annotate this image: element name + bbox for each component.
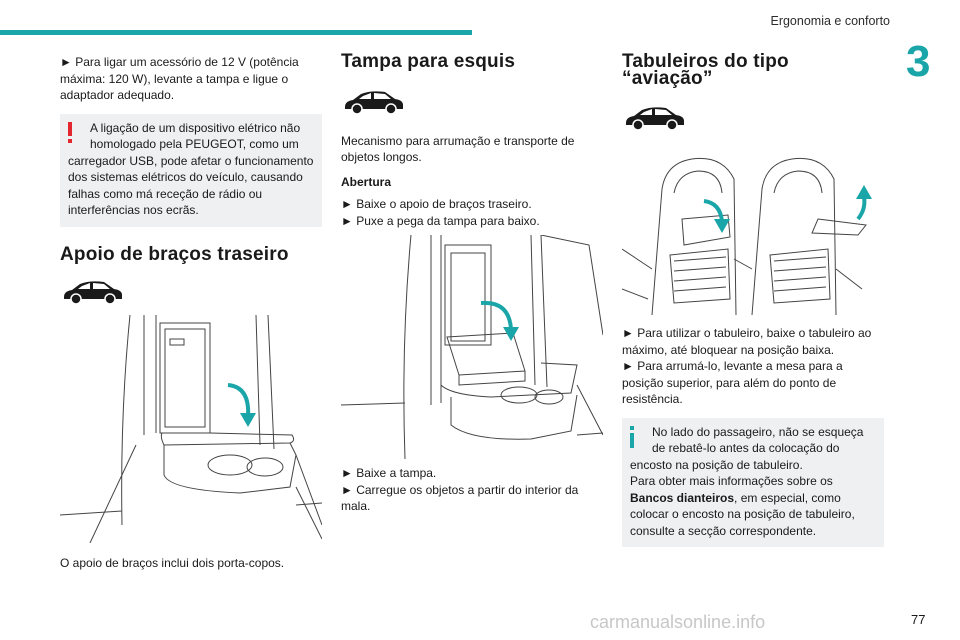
warning-text-line1: A ligação de um dispositivo elétrico não… xyxy=(90,120,301,152)
header-accent-bar xyxy=(0,30,472,35)
chapter-number: 3 xyxy=(906,37,931,86)
tray-illustration xyxy=(622,157,872,315)
warning-box: A ligação de um dispositivo elétrico não… xyxy=(60,113,322,227)
info-text-line4: , em especial, como colocar o encosto na… xyxy=(630,490,855,538)
info-box: No lado do passageiro, não se esqueça de… xyxy=(622,417,884,547)
info-icon xyxy=(628,425,636,453)
column-2: Tampa para esquis Mecanismo para arrumaç… xyxy=(341,51,603,521)
armrest-caption: O apoio de braços inclui dois porta-copo… xyxy=(60,556,285,570)
tray-heading: Tabuleiros do tipo “aviação” xyxy=(622,51,789,89)
section-title: Ergonomia e conforto xyxy=(770,14,890,28)
step-lower-armrest: ► Baixe o apoio de braços traseiro. xyxy=(341,197,532,211)
warning-text-rest: carregador USB, pode afetar o funcioname… xyxy=(68,153,314,218)
armrest-heading: Apoio de braços traseiro xyxy=(60,243,289,265)
column-1: ► Para ligar um acessório de 12 V (potên… xyxy=(60,54,322,578)
armrest-illustration xyxy=(60,315,322,543)
step-pull-handle: ► Puxe a pega da tampa para baixo. xyxy=(341,213,540,228)
page-number: 77 xyxy=(911,612,926,627)
intro-text: ► Para ligar um acessório de 12 V (potên… xyxy=(60,55,299,102)
step-load-objects: ► Carregue os objetos a partir do interi… xyxy=(341,482,579,514)
front-seats-link[interactable]: Bancos dianteiros xyxy=(630,490,735,505)
step-lower-flap: ► Baixe a tampa. xyxy=(341,466,437,480)
tray-step-use: ► Para utilizar o tabuleiro, baixe o tab… xyxy=(622,326,872,357)
tray-step-store: ► Para arrumá-lo, levante a mesa para a … xyxy=(622,359,843,406)
opening-subheading: Abertura xyxy=(341,174,392,189)
info-text-line2: encosto na posição de tabuleiro. xyxy=(630,457,803,472)
info-text-line1: No lado do passageiro, não se esqueça de… xyxy=(652,424,864,456)
ski-flap-description: Mecanismo para arrumação e transporte de… xyxy=(341,133,575,165)
watermark: carmanualsonline.info xyxy=(590,612,766,632)
column-3: Tabuleiros do tipo “aviação” ► Para util… xyxy=(622,51,884,547)
car-icon xyxy=(64,281,122,305)
info-text-line3: Para obter mais informações sobre os xyxy=(630,474,833,488)
ski-flap-illustration xyxy=(341,235,603,459)
ski-flap-heading: Tampa para esquis xyxy=(341,51,516,72)
car-icon xyxy=(345,90,403,115)
warning-icon xyxy=(66,121,74,149)
car-icon xyxy=(626,107,684,131)
